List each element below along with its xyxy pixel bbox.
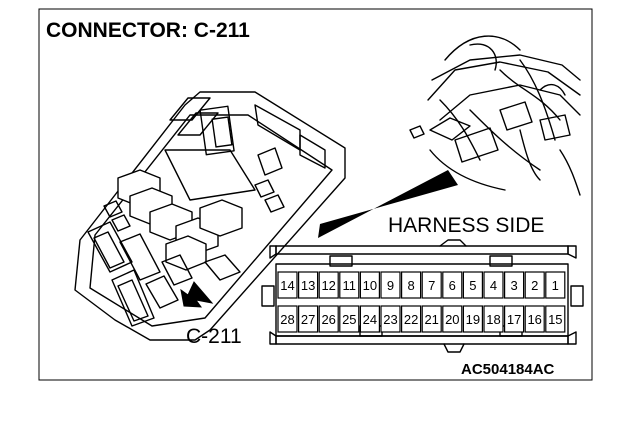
connector-arrow-icon <box>180 281 214 308</box>
pin-number: 5 <box>469 278 476 293</box>
pin-number: 24 <box>363 312 377 327</box>
pin-cell <box>339 305 360 333</box>
pin-number: 3 <box>510 278 517 293</box>
pin-cell <box>401 271 422 299</box>
pin-cell <box>545 271 566 299</box>
pin-number: 19 <box>466 312 480 327</box>
pin-cell <box>442 271 463 299</box>
pin-number: 12 <box>321 278 335 293</box>
pin-cell <box>359 271 380 299</box>
pin-number: 8 <box>407 278 414 293</box>
pin-number: 10 <box>363 278 377 293</box>
pin-cell <box>524 271 545 299</box>
pin-number: 20 <box>445 312 459 327</box>
pin-cell <box>298 271 319 299</box>
pin-cell <box>421 305 442 333</box>
figure-frame <box>38 8 593 381</box>
pin-number: 17 <box>507 312 521 327</box>
pin-number: 23 <box>383 312 397 327</box>
pin-number: 28 <box>280 312 294 327</box>
pin-cell <box>421 271 442 299</box>
pin-number: 18 <box>486 312 500 327</box>
pin-number: 4 <box>490 278 497 293</box>
pin-number: 13 <box>301 278 315 293</box>
pin-cell <box>462 271 483 299</box>
pin-number: 27 <box>301 312 315 327</box>
pin-number: 25 <box>342 312 356 327</box>
pin-cell <box>359 305 380 333</box>
pin-cell <box>504 271 525 299</box>
pin-number: 26 <box>321 312 335 327</box>
pin-cell <box>318 271 339 299</box>
connector-callout-label: C-211 <box>186 325 242 348</box>
pin-cell <box>298 305 319 333</box>
pin-cell <box>483 271 504 299</box>
vehicle-dash-illustration <box>409 35 581 196</box>
pin-number: 21 <box>424 312 438 327</box>
pin-cell <box>318 305 339 333</box>
pin-cell <box>401 305 422 333</box>
pin-number: 6 <box>449 278 456 293</box>
pin-cell <box>339 271 360 299</box>
pin-cell <box>504 305 525 333</box>
junction-block-illustration <box>74 91 346 341</box>
pin-cell <box>462 305 483 333</box>
pin-cell <box>483 305 504 333</box>
pin-cell <box>277 305 298 333</box>
pin-number: 1 <box>552 278 559 293</box>
pin-cell <box>442 305 463 333</box>
pin-number: 15 <box>548 312 562 327</box>
pin-number: 11 <box>343 278 357 293</box>
diagram-title: CONNECTOR: C-211 <box>46 19 250 42</box>
pin-number: 22 <box>404 312 418 327</box>
pin-cell <box>380 305 401 333</box>
pin-cell <box>524 305 545 333</box>
harness-side-label: HARNESS SIDE <box>388 214 544 237</box>
location-pointer-wedge <box>318 170 458 238</box>
pin-number: 7 <box>428 278 435 293</box>
pin-number: 16 <box>527 312 541 327</box>
pin-number: 9 <box>387 278 394 293</box>
pin-cell <box>545 305 566 333</box>
figure-code: AC504184AC <box>461 361 555 378</box>
pin-cell <box>277 271 298 299</box>
pin-number: 2 <box>531 278 538 293</box>
pin-cell <box>380 271 401 299</box>
pin-number: 14 <box>280 278 294 293</box>
